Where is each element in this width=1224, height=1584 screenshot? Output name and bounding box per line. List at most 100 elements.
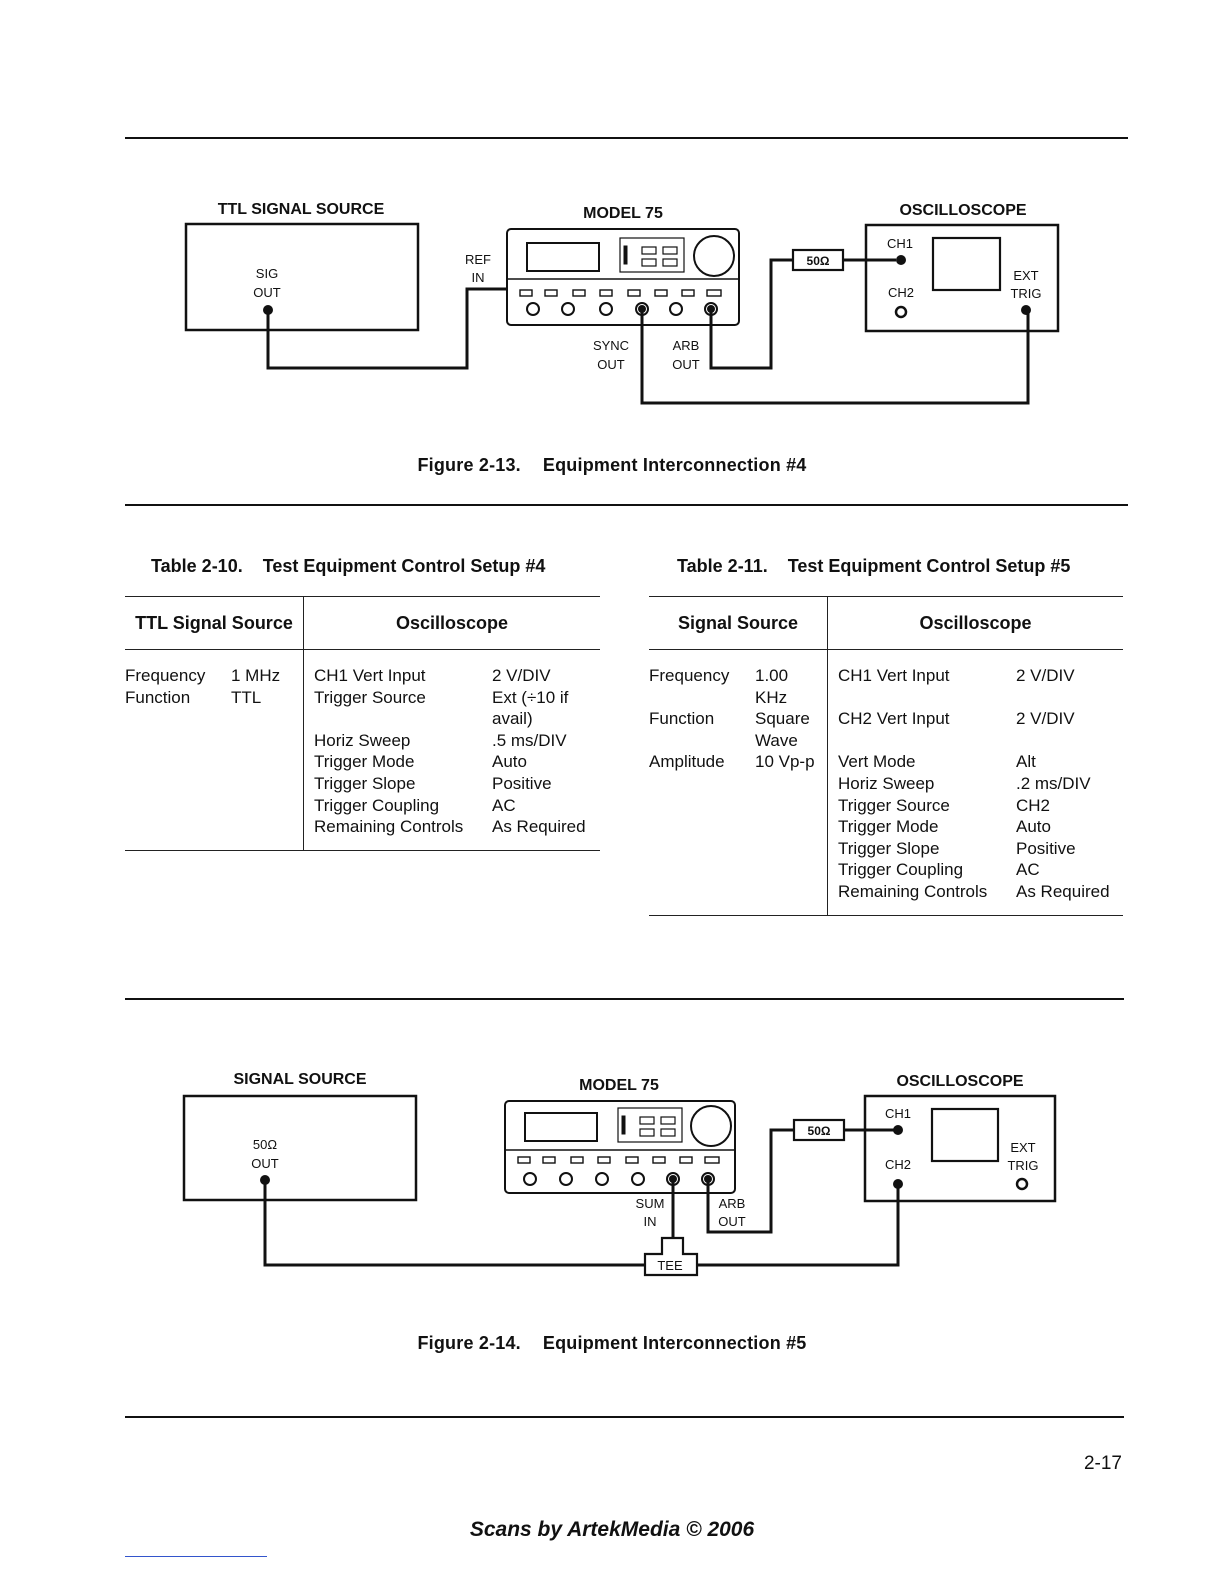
- ext-label: EXT: [1013, 268, 1038, 283]
- param-name: Vert Mode: [838, 752, 916, 772]
- param-name: Trigger Coupling: [838, 860, 964, 880]
- source-out-label: OUT: [251, 1156, 279, 1171]
- param-name: Trigger Source: [838, 795, 950, 815]
- model75-title: MODEL 75: [583, 205, 663, 222]
- param-name: Remaining Controls: [838, 881, 988, 901]
- arb-out-label: OUT: [718, 1214, 746, 1229]
- figure-2-14-number: Figure 2-14.: [417, 1333, 521, 1353]
- param-value: .2 ms/DIV: [1016, 773, 1091, 793]
- ch2-label: CH2: [885, 1157, 911, 1172]
- ch2-label: CH2: [888, 285, 914, 300]
- param-name: Horiz Sweep: [314, 730, 411, 750]
- scope-screen: [931, 236, 1002, 292]
- param-name: Trigger Source: [314, 687, 426, 707]
- ch2-connector: [894, 305, 908, 319]
- table-row: Frequency 1.00 KHz: [649, 665, 821, 708]
- tee-label: TEE: [657, 1258, 683, 1273]
- figure-2-14-title: Equipment Interconnection #5: [542, 1333, 807, 1353]
- table-row: Horiz Sweep .5 ms/DIV: [314, 730, 594, 752]
- table-row: Trigger Coupling AC: [838, 859, 1117, 881]
- param-value: Ext (÷10 if avail): [492, 687, 569, 729]
- table-2-11-title: Test Equipment Control Setup #5: [787, 556, 1071, 576]
- param-value: 1.00 KHz: [755, 666, 789, 707]
- arb-label: ARB: [719, 1196, 746, 1211]
- table-2-11-header-scope: Oscilloscope: [827, 596, 1123, 650]
- param-value: As Required: [492, 817, 586, 837]
- model75-knob: [693, 235, 735, 277]
- figure-2-14-caption: Figure 2-14. Equipment Interconnection #5: [0, 1333, 1224, 1354]
- model75-body: [506, 228, 740, 326]
- oscilloscope-box: [863, 1094, 1057, 1203]
- figure-2-14-diagram: SIGNAL SOURCE 50Ω OUT MODEL 75 SUM IN AR…: [182, 1071, 1057, 1277]
- table-row: CH1 Vert Input 2 V/DIV: [838, 665, 1117, 687]
- param-name: CH1 Vert Input: [314, 666, 426, 685]
- table-2-10-caption: Table 2-10. Test Equipment Control Setup …: [151, 556, 545, 577]
- oscilloscope-box: [864, 223, 1060, 333]
- table-2-10: TTL Signal Source Oscilloscope Frequency…: [125, 596, 600, 851]
- arb-out-label: OUT: [672, 357, 700, 372]
- ttl-source-title: TTL SIGNAL SOURCE: [218, 201, 385, 218]
- ch1-label: CH1: [885, 1106, 911, 1121]
- signal-source-title: SIGNAL SOURCE: [233, 1071, 366, 1088]
- model75-title: MODEL 75: [579, 1077, 659, 1094]
- model75-display: [524, 1112, 598, 1142]
- param-value: AC: [1016, 860, 1040, 880]
- param-name: Trigger Slope: [838, 838, 940, 858]
- oscilloscope-title: OSCILLOSCOPE: [899, 202, 1026, 219]
- param-value: As Required: [1016, 881, 1110, 901]
- param-name: CH2 Vert Input: [838, 709, 950, 729]
- param-value: Positive: [492, 773, 552, 793]
- ch1-label: CH1: [887, 236, 913, 251]
- oscilloscope-title: OSCILLOSCOPE: [896, 1073, 1023, 1090]
- param-name: Trigger Mode: [314, 752, 415, 772]
- sync-out-label: OUT: [597, 357, 625, 372]
- table-row: Function Square Wave: [649, 708, 821, 751]
- param-value: .5 ms/DIV: [492, 730, 567, 750]
- param-name: Function: [649, 709, 715, 729]
- ref-label: REF: [465, 252, 491, 267]
- table-row: Trigger Source Ext (÷10 if avail): [314, 687, 594, 730]
- cable-sig-to-ref: [266, 287, 508, 370]
- param-value: Auto: [1016, 817, 1051, 837]
- terminator-label: 50Ω: [807, 254, 830, 268]
- trig-label: TRIG: [1010, 286, 1041, 301]
- ext-label: EXT: [1010, 1140, 1035, 1155]
- table-2-10-number: Table 2-10.: [151, 556, 243, 576]
- ttl-source-box: [184, 222, 420, 332]
- trig-label: TRIG: [1007, 1158, 1038, 1173]
- footer-underline: [125, 1556, 267, 1557]
- cable-tee-to-ch2: [697, 1185, 900, 1267]
- table-2-10-header-source: TTL Signal Source: [125, 596, 304, 650]
- param-name: CH1 Vert Input: [838, 666, 950, 685]
- sum-in-label: IN: [644, 1214, 657, 1229]
- param-value: 2 V/DIV: [1016, 666, 1075, 685]
- terminator-label: 50Ω: [808, 1124, 831, 1138]
- param-value: TTL: [231, 687, 262, 707]
- param-value: Square Wave: [755, 709, 810, 750]
- figure-2-13-caption: Figure 2-13.Equipment Interconnection #4: [0, 455, 1224, 476]
- model75-knob: [690, 1105, 732, 1147]
- cable-arb-to-ch1: [709, 258, 793, 370]
- table-2-10-title: Test Equipment Control Setup #4: [262, 556, 546, 576]
- param-name: Trigger Coupling: [314, 795, 440, 815]
- cable-sync-to-trig: [640, 309, 1030, 405]
- signal-source-box: [182, 1094, 418, 1202]
- page-number: 2-17: [1083, 1453, 1122, 1474]
- table-2-11-number: Table 2-11.: [677, 556, 768, 576]
- param-name: Frequency: [649, 666, 730, 685]
- param-value: Alt: [1016, 752, 1036, 772]
- model75-display: [526, 242, 600, 272]
- bottom-rule: [125, 1416, 1124, 1418]
